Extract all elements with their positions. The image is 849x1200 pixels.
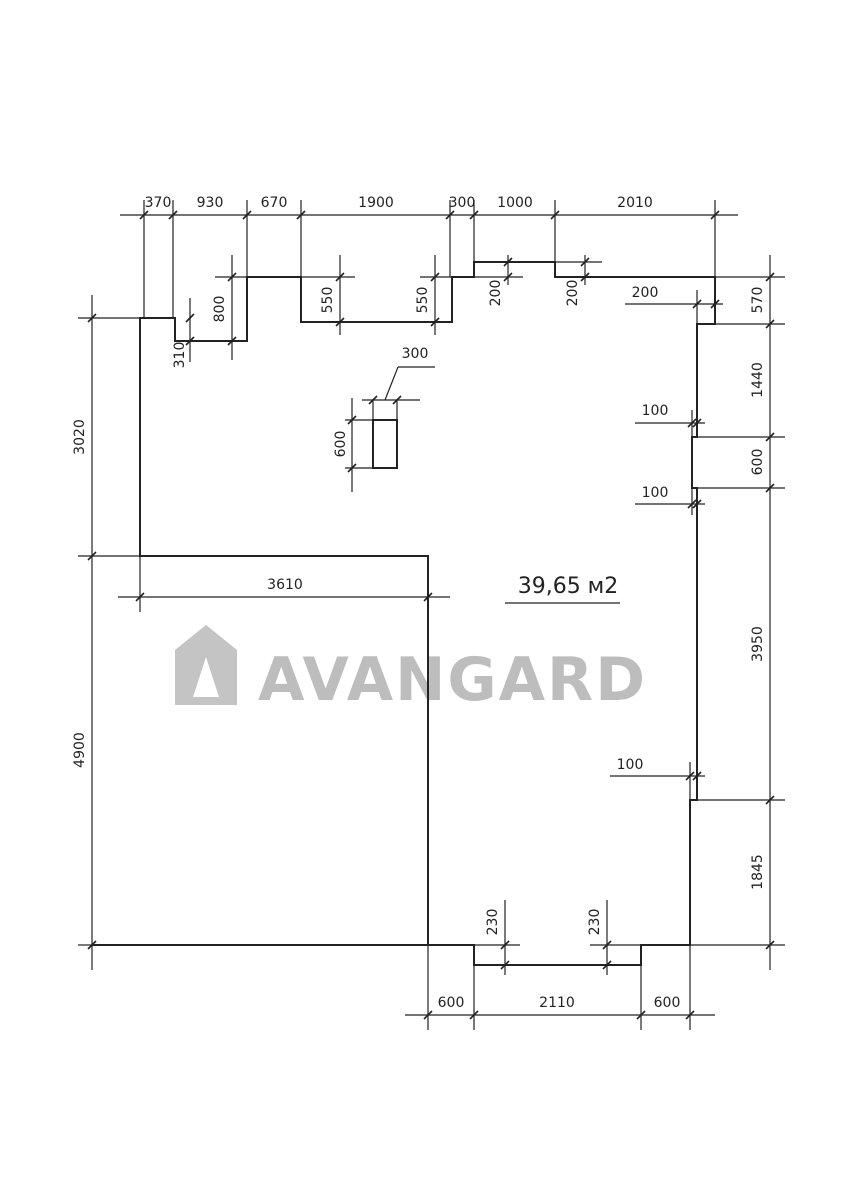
dimension-label: 200 (565, 280, 581, 307)
dimension-tick (687, 499, 697, 509)
dimension-tick (185, 336, 195, 346)
dimension-label: 300 (402, 346, 429, 362)
dimension-tick (692, 771, 702, 781)
dimension-tick (692, 299, 702, 309)
dimension-tick (392, 395, 402, 405)
dimension-tick (135, 592, 145, 602)
dimension-label: 930 (197, 195, 224, 211)
dimension-tick (602, 940, 612, 950)
dimension-tick (185, 313, 195, 323)
watermark-logo: AVANGARD (175, 625, 647, 715)
dimension-tick (580, 257, 590, 267)
dimension-tick (335, 317, 345, 327)
dimension-tick (445, 210, 455, 220)
dimension-tick (139, 210, 149, 220)
dimension-tick (765, 940, 775, 950)
dimension-label: 570 (750, 287, 766, 314)
dimension-label: 230 (485, 909, 501, 936)
dimension-label: 600 (654, 995, 681, 1011)
dimension-tick (423, 1010, 433, 1020)
dimension-label: 200 (488, 280, 504, 307)
dimension-tick (430, 272, 440, 282)
dimension-tick (692, 418, 702, 428)
dimension-tick (636, 1010, 646, 1020)
dimension-tick (227, 336, 237, 346)
dimension-tick (469, 1010, 479, 1020)
dimension-tick (580, 272, 590, 282)
dimension-tick (87, 313, 97, 323)
dimension-labels: 370 930 670 1900 300 1000 2010 800 310 550 550 200 2… (72, 195, 766, 1011)
dimension-tick (423, 592, 433, 602)
dimension-tick (710, 210, 720, 220)
dimension-label: 200 (632, 285, 659, 301)
dimension-lines (78, 200, 785, 1030)
area-label: 39,65 м2 (518, 574, 619, 599)
dimension-tick (87, 940, 97, 950)
dimension-tick (168, 210, 178, 220)
dimension-tick (347, 415, 357, 425)
dimension-label: 310 (172, 342, 188, 369)
dimension-label: 600 (333, 431, 349, 458)
dimension-label: 300 (449, 195, 476, 211)
dimension-tick (500, 960, 510, 970)
dimension-tick (347, 463, 357, 473)
dimension-tick (503, 272, 513, 282)
dimension-label: 550 (415, 287, 431, 314)
dimension-tick (687, 418, 697, 428)
dimension-label: 600 (750, 449, 766, 476)
dimension-tick (242, 210, 252, 220)
dimension-label: 100 (617, 757, 644, 773)
dimension-label: 1440 (750, 362, 766, 398)
dimension-tick (692, 499, 702, 509)
dimension-label: 600 (438, 995, 465, 1011)
dimension-tick (765, 483, 775, 493)
dimension-label: 2110 (539, 995, 575, 1011)
dimension-label: 800 (212, 296, 228, 323)
dimension-tick (227, 272, 237, 282)
dimension-tick (765, 432, 775, 442)
dimension-tick (335, 272, 345, 282)
dimension-label: 550 (320, 287, 336, 314)
dimension-label: 100 (642, 403, 669, 419)
dimension-ticks (87, 210, 775, 1020)
dimension-tick (296, 210, 306, 220)
dimension-label: 100 (642, 485, 669, 501)
dimension-label: 1000 (497, 195, 533, 211)
dimension-tick (500, 940, 510, 950)
dimension-tick (765, 319, 775, 329)
dimension-label: 3950 (750, 626, 766, 662)
column (372, 419, 398, 469)
dimension-tick (550, 210, 560, 220)
dimension-tick (469, 210, 479, 220)
dimension-tick (430, 317, 440, 327)
dimension-label: 670 (261, 195, 288, 211)
dimension-tick (765, 795, 775, 805)
dimension-line (384, 366, 399, 401)
dimension-label: 370 (145, 195, 172, 211)
dimension-tick (503, 257, 513, 267)
dimension-tick (87, 551, 97, 561)
dimension-tick (368, 395, 378, 405)
dimension-label: 3610 (267, 577, 303, 593)
dimension-label: 2010 (617, 195, 653, 211)
dimension-label: 4900 (72, 732, 88, 768)
watermark-text: AVANGARD (258, 645, 647, 715)
dimension-label: 230 (587, 909, 603, 936)
dimension-tick (685, 771, 695, 781)
dimension-label: 1845 (750, 854, 766, 890)
dimension-tick (602, 960, 612, 970)
dimension-tick (710, 299, 720, 309)
dimension-label: 1900 (358, 195, 394, 211)
dimension-tick (685, 1010, 695, 1020)
dimension-tick (765, 272, 775, 282)
dimension-label: 3020 (72, 419, 88, 455)
